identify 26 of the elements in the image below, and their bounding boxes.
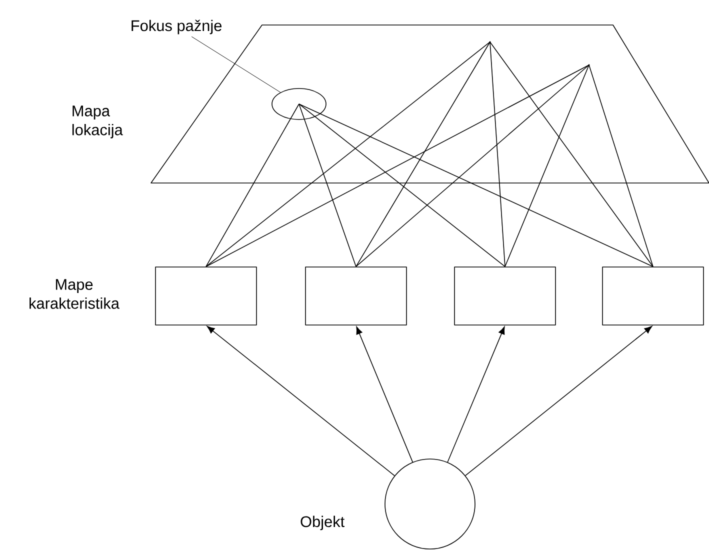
connector-line xyxy=(206,64,590,267)
connector-line xyxy=(356,64,590,267)
connector-line xyxy=(356,42,490,267)
connector-line xyxy=(206,104,300,267)
node-label: Mapa lokacija xyxy=(72,106,123,138)
arrow xyxy=(356,326,414,462)
arrow xyxy=(206,326,395,476)
focus-ellipse xyxy=(272,88,326,120)
connector-line xyxy=(298,104,506,267)
arrow xyxy=(465,326,652,476)
connector-line xyxy=(588,64,654,267)
feature-map-box xyxy=(602,266,704,326)
label-text: Fokus pažnje xyxy=(132,20,222,34)
connector-line xyxy=(490,42,654,267)
connector-line xyxy=(298,104,356,267)
node-label: Objekt xyxy=(300,516,344,530)
feature-map-box xyxy=(155,266,257,326)
leader-line xyxy=(191,36,281,93)
connector-line xyxy=(490,42,506,267)
arrow xyxy=(447,326,505,463)
row-label: Mape karakteristika xyxy=(30,279,120,309)
feature-map-box xyxy=(454,266,556,326)
connector-line xyxy=(206,42,490,267)
connector-line xyxy=(298,104,654,267)
feature-map-box xyxy=(305,266,407,326)
connector-line xyxy=(504,64,590,267)
